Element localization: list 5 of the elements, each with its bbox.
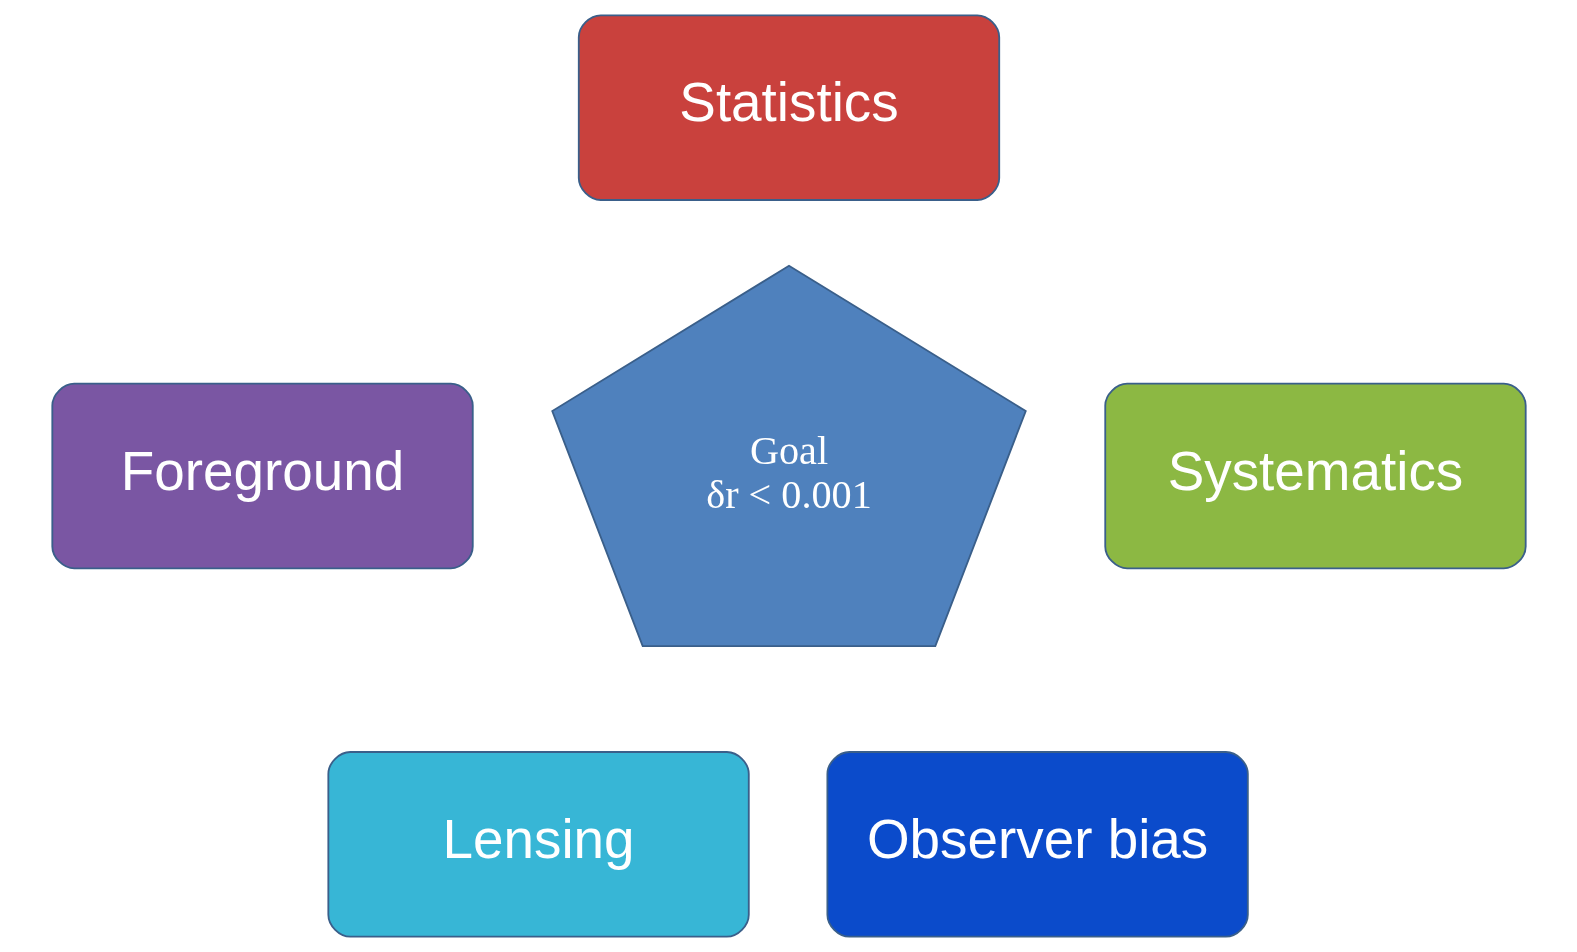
node-box: Statistics bbox=[577, 14, 1000, 201]
node-box: Foreground bbox=[50, 382, 474, 570]
node-box: Lensing bbox=[326, 751, 750, 938]
node-box: Observer bias bbox=[825, 751, 1249, 938]
node-box: Systematics bbox=[1103, 382, 1527, 570]
